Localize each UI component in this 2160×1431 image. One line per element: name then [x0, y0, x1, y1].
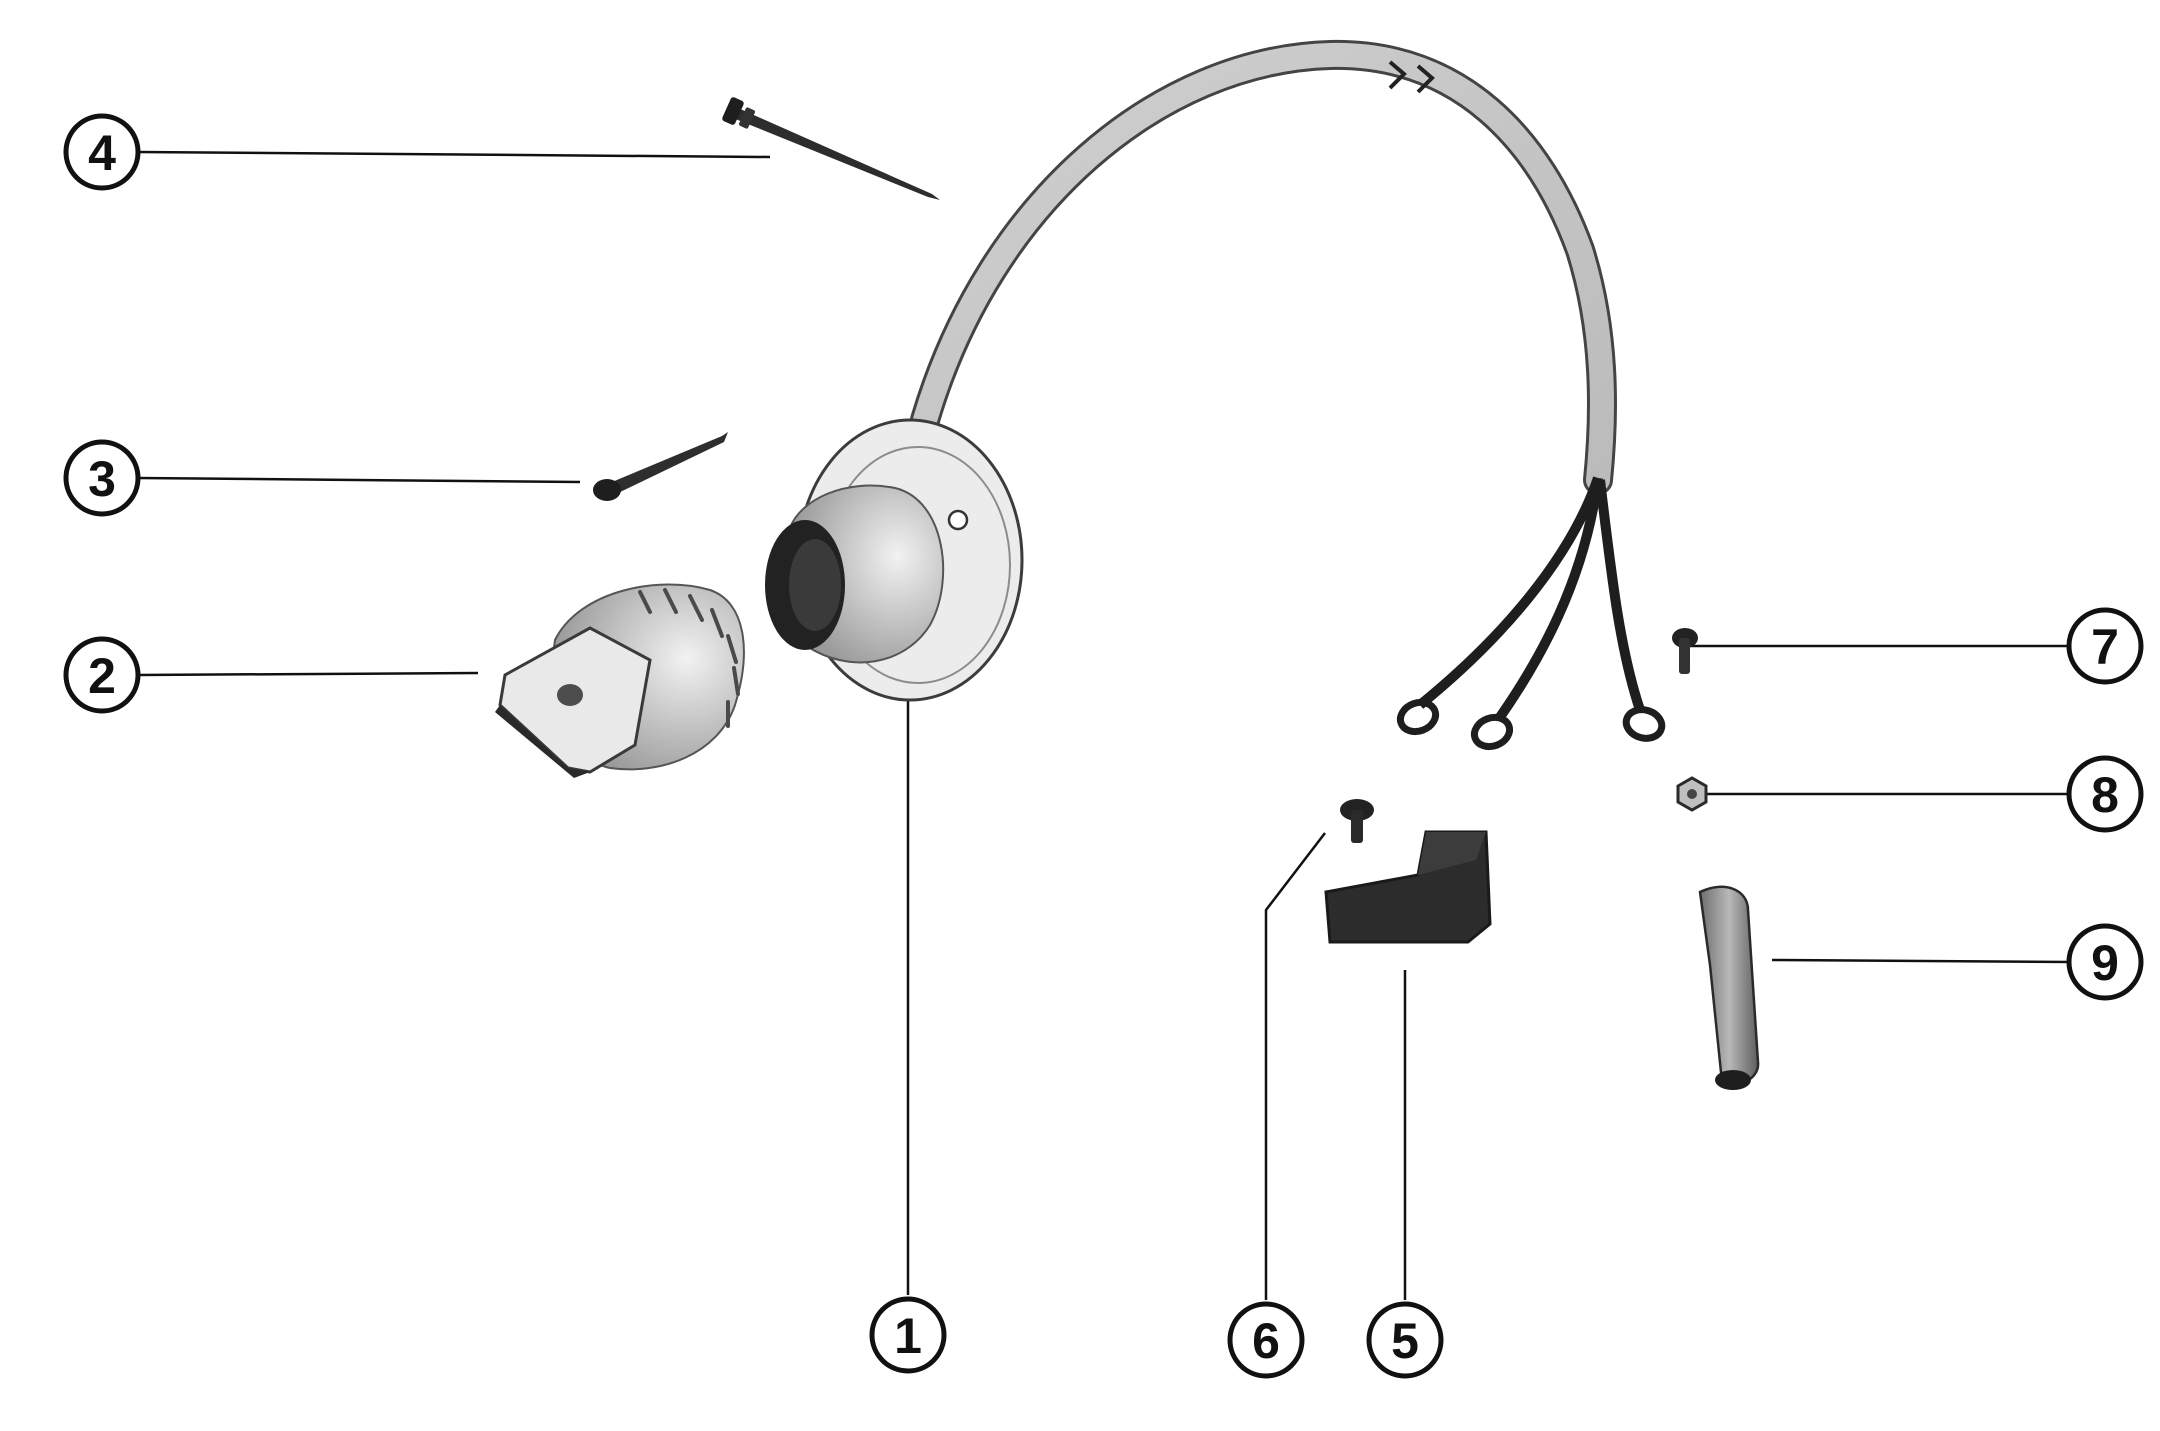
callout-3-label: 3 [88, 451, 116, 507]
leader-line-4 [137, 150, 771, 159]
callout-7: 7 [2066, 607, 2144, 685]
callout-3: 3 [63, 439, 141, 517]
callout-8-label: 8 [2091, 767, 2119, 823]
part-3-short-screw [593, 432, 728, 501]
callout-4-label: 4 [88, 125, 116, 181]
part-2-cap [495, 583, 745, 778]
callout-1-label: 1 [894, 1308, 922, 1364]
leader-line-3 [137, 476, 581, 484]
leader-line-2 [137, 671, 479, 677]
callout-1: 1 [869, 1296, 947, 1374]
leader-line-6 [1264, 832, 1326, 1300]
part-4-long-screw [722, 97, 940, 200]
callout-6-label: 6 [1252, 1313, 1280, 1369]
callouts: 4 3 2 1 6 5 7 8 [63, 113, 2144, 1379]
callout-8: 8 [2066, 755, 2144, 833]
part-1-receptacle-harness [765, 39, 1666, 751]
callout-6: 6 [1227, 1301, 1305, 1379]
callout-4: 4 [63, 113, 141, 191]
part-8-nut [1676, 776, 1708, 812]
leader-line-9 [1771, 958, 2071, 964]
part-5-bracket [1324, 830, 1492, 944]
callout-2-label: 2 [88, 648, 116, 704]
callout-9-label: 9 [2091, 935, 2119, 991]
leader-lines [137, 150, 2071, 1300]
part-7-screw [1672, 628, 1698, 674]
callout-7-label: 7 [2091, 619, 2119, 675]
part-9-sleeve [1698, 885, 1760, 1090]
callout-5-label: 5 [1391, 1313, 1419, 1369]
part-6-bolt [1340, 799, 1374, 843]
callout-9: 9 [2066, 923, 2144, 1001]
callout-2: 2 [63, 636, 141, 714]
callout-5: 5 [1366, 1301, 1444, 1379]
